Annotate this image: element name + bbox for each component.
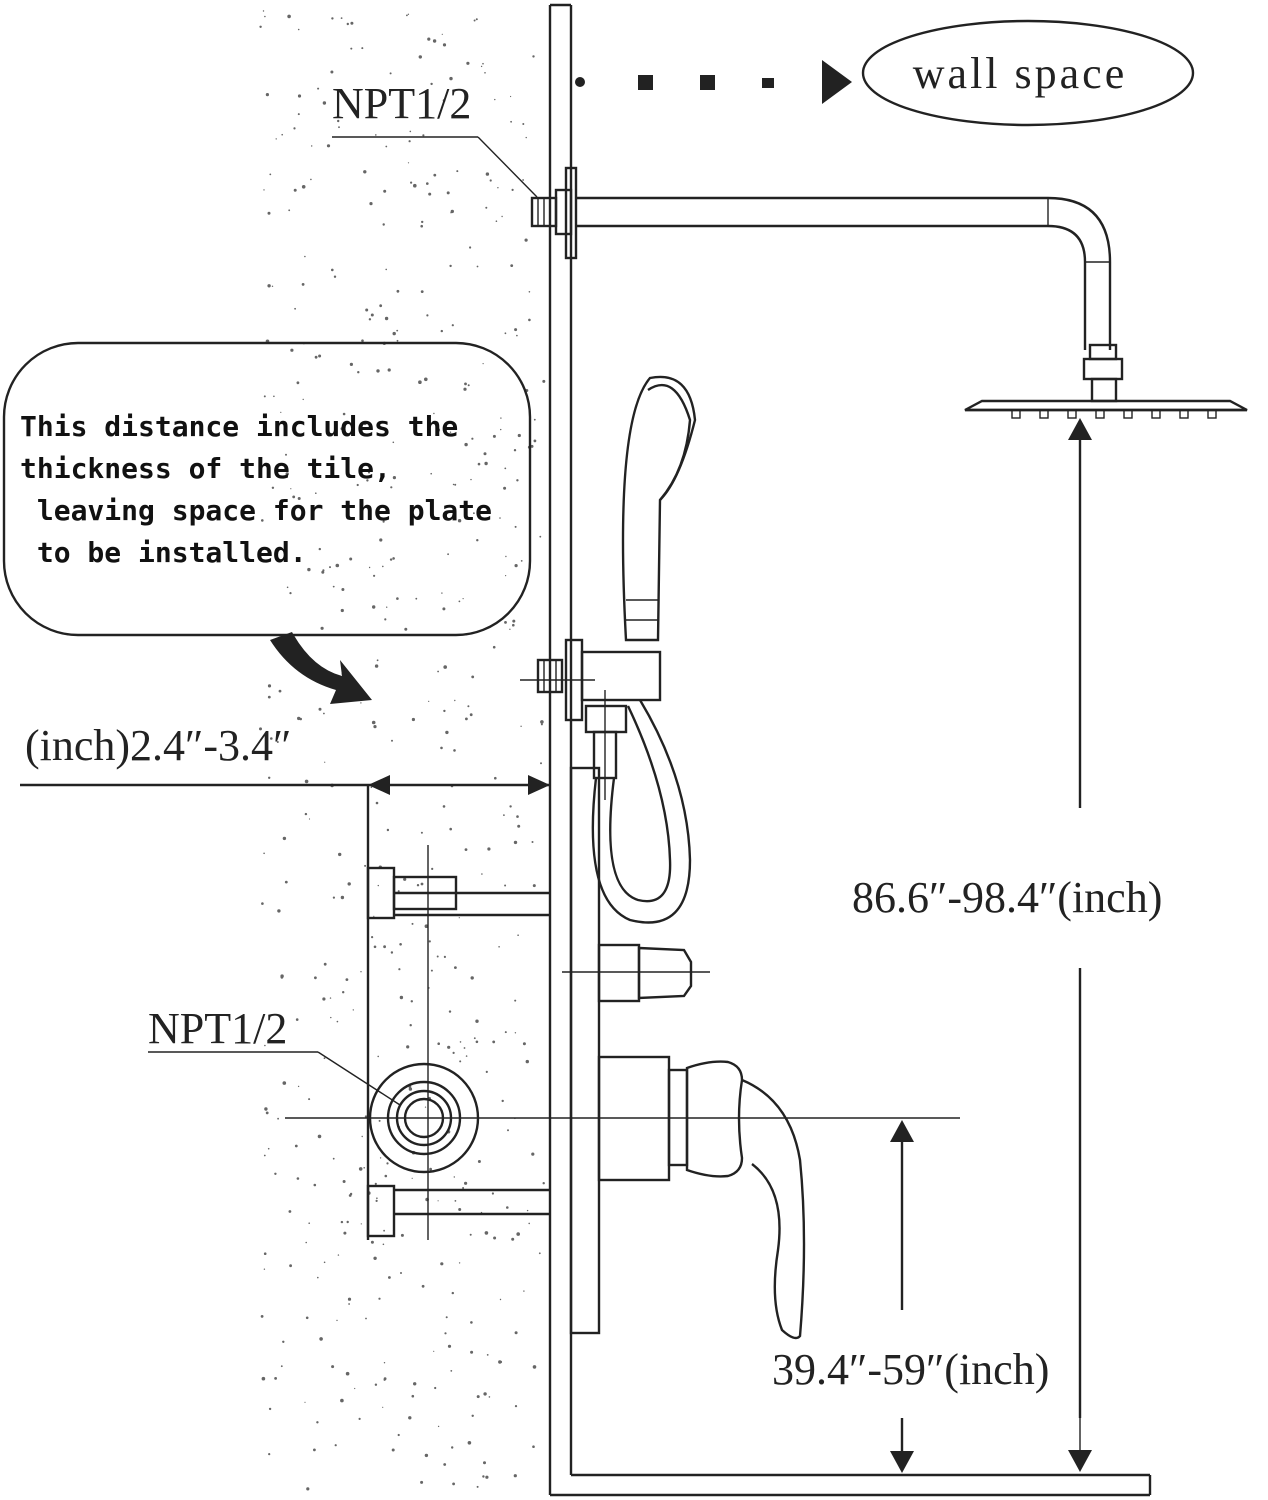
wall-space-label: wall space bbox=[913, 49, 1127, 98]
tile-note-bubble: This distance includes the thickness of … bbox=[2, 341, 532, 704]
valve-body bbox=[285, 785, 960, 1240]
arrow-down-icon bbox=[1068, 1450, 1092, 1472]
valve-height-label: 39.4″-59″(inch) bbox=[772, 1345, 1049, 1394]
arrow-right-icon bbox=[822, 60, 852, 104]
wall-space-indicator: wall space bbox=[575, 19, 1195, 127]
npt-top-label: NPT1/2 bbox=[332, 79, 471, 128]
tile-distance-dimension: (inch)2.4″-3.4″ bbox=[20, 721, 550, 795]
finished-wall bbox=[548, 3, 1152, 1497]
shower-height-label: 86.6″-98.4″(inch) bbox=[852, 873, 1162, 922]
npt-top-callout: NPT1/2 bbox=[332, 79, 538, 198]
npt-valve-label: NPT1/2 bbox=[148, 1004, 287, 1053]
shower-hose bbox=[591, 699, 692, 924]
arrow-right-icon bbox=[528, 775, 550, 795]
valve-handle bbox=[597, 1055, 806, 1340]
valve-height-dimension: 39.4″-59″(inch) bbox=[772, 1120, 1049, 1473]
wall-space-ellipse bbox=[861, 19, 1195, 127]
hose-outlet bbox=[520, 638, 662, 800]
note-line-3: leaving space for the plate bbox=[20, 494, 492, 527]
curved-arrow-icon bbox=[270, 632, 372, 704]
rain-shower-head bbox=[964, 399, 1248, 419]
arrow-down-icon bbox=[890, 1451, 914, 1473]
wall-concrete-texture bbox=[259, 10, 546, 1491]
tile-distance-label: (inch)2.4″-3.4″ bbox=[25, 721, 291, 770]
shower-arm bbox=[530, 166, 1124, 403]
diverter-knob bbox=[562, 943, 710, 1003]
arrow-up-icon bbox=[1068, 418, 1092, 440]
npt-inlet-port bbox=[368, 1062, 480, 1174]
npt-valve-callout: NPT1/2 bbox=[148, 1004, 401, 1106]
hand-shower bbox=[621, 375, 697, 642]
trim-plate bbox=[569, 766, 601, 1335]
shower-height-dimension: 86.6″-98.4″(inch) bbox=[852, 418, 1162, 1472]
arrow-up-icon bbox=[890, 1120, 914, 1142]
note-line-2: thickness of the tile, bbox=[20, 452, 391, 485]
arrow-left-icon bbox=[368, 775, 390, 795]
note-line-4: to be installed. bbox=[20, 536, 307, 569]
note-line-1: This distance includes the bbox=[20, 410, 458, 443]
